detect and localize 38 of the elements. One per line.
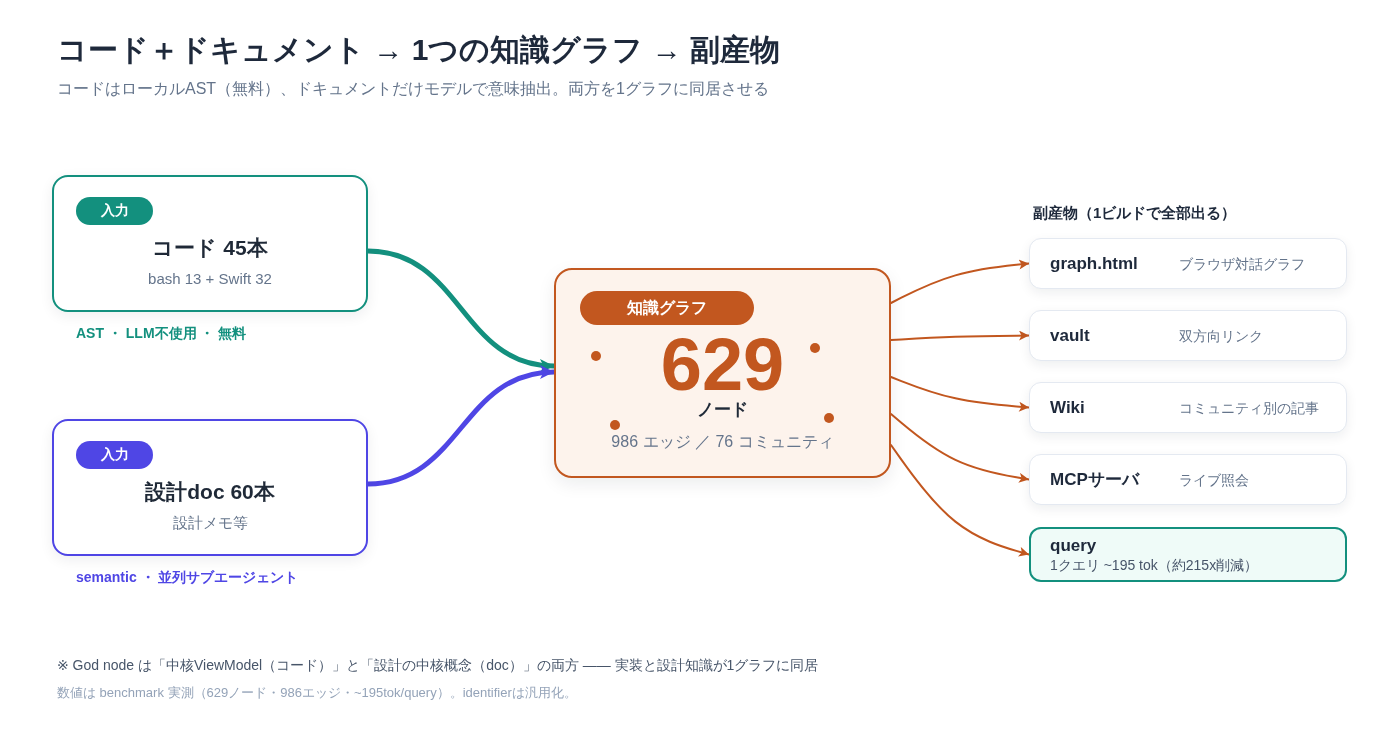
output-description: コミュニティ別の記事 xyxy=(1179,398,1319,417)
output-name: MCPサーバ xyxy=(1050,469,1141,490)
output-card xyxy=(1029,310,1347,361)
output-description: 1クエリ ~195 tok（約215x削減） xyxy=(1050,556,1259,574)
arrow xyxy=(890,376,1030,412)
graph-stats: 986 エッジ ／ 76 コミュニティ xyxy=(611,432,834,452)
arrow xyxy=(890,330,1030,341)
arrow xyxy=(890,259,1030,304)
card-title: コード 45本 xyxy=(152,235,268,261)
output-name: Wiki xyxy=(1050,397,1086,418)
query-card xyxy=(1029,527,1347,582)
output-card xyxy=(1029,238,1347,289)
diagram-title: コード＋ドキュメント → 1つの知識グラフ → 副産物 xyxy=(57,32,781,68)
output-name: query xyxy=(1050,535,1097,556)
graph-card xyxy=(554,268,891,478)
category-tag: 入力 xyxy=(76,441,153,469)
input-card xyxy=(52,175,368,312)
arrow xyxy=(890,413,1030,483)
source-note: 数値は benchmark 実測（629ノード・986エッジ・~195tok/query）。identifierは汎用化。 xyxy=(57,684,577,702)
output-description: ブラウザ対話グラフ xyxy=(1179,254,1305,273)
output-card xyxy=(1029,382,1347,433)
output-description: ライブ照会 xyxy=(1179,470,1249,489)
output-description: 双方向リンク xyxy=(1179,326,1263,345)
output-name: vault xyxy=(1050,325,1091,346)
input-card xyxy=(52,419,368,556)
output-card xyxy=(1029,454,1347,505)
card-title: 設計doc 60本 xyxy=(145,479,275,505)
card-note: AST ・ LLM不使用 ・ 無料 xyxy=(76,324,247,342)
output-name: graph.html xyxy=(1050,253,1139,274)
arrow xyxy=(890,444,1030,557)
footnote: ※ God node は「中核ViewModel（コード）」と「設計の中核概念（doc）」の両方 —— 実装と設計知識が1グラフに同居 xyxy=(57,656,819,674)
category-tag: 入力 xyxy=(76,197,153,225)
card-subtitle: bash 13 + Swift 32 xyxy=(148,269,272,289)
graph-tag: 知識グラフ xyxy=(580,291,754,325)
card-subtitle: 設計メモ等 xyxy=(172,513,248,533)
subtitle: コードはローカルAST（無料）、ドキュメントだけモデルで意味抽出。両方を1グラフに同居させる xyxy=(57,79,769,99)
card-note: semantic ・ 並列サブエージェント xyxy=(76,568,299,586)
section-heading: 副産物（1ビルドで全部出る） xyxy=(1033,203,1237,223)
